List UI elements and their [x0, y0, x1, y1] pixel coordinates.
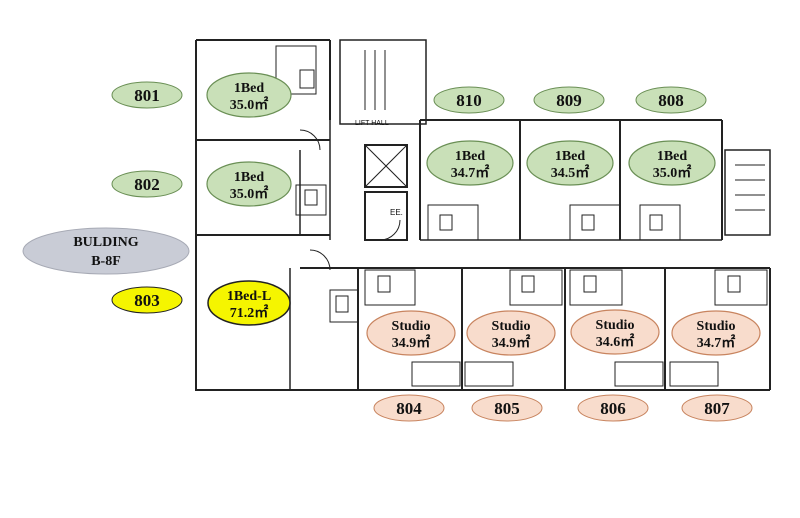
unit-type: Studio: [596, 318, 635, 333]
building-badge: BULDING B-8F: [22, 227, 190, 275]
unit-number: 808: [658, 91, 684, 110]
elevator-label: EE.: [390, 208, 403, 217]
unit-type: Studio: [392, 319, 431, 334]
unit-type-bubble: [206, 72, 292, 118]
unit-type-bubble: [206, 161, 292, 207]
unit-area: 71.2㎡: [230, 304, 269, 321]
unit-type-bubble: [426, 140, 514, 186]
unit-area: 34.9㎡: [392, 334, 431, 351]
unit-number-tag: [111, 286, 183, 314]
unit-area: 35.0㎡: [230, 96, 269, 113]
unit-type-bubble: [526, 140, 614, 186]
unit-number-tag: [533, 86, 605, 114]
unit-number-tag: [433, 86, 505, 114]
unit-number: 810: [456, 91, 482, 110]
unit-number-tag: [111, 81, 183, 109]
unit-type-bubble: [628, 140, 716, 186]
unit-number-tag: [681, 394, 753, 422]
unit-type: Studio: [492, 319, 531, 334]
unit-type: 1Bed: [555, 149, 586, 164]
unit-area: 35.0㎡: [653, 164, 692, 181]
unit-type-bubble: [207, 280, 291, 326]
unit-number: 802: [134, 175, 160, 194]
unit-number-tag: [471, 394, 543, 422]
unit-number: 806: [600, 399, 626, 418]
unit-area: 34.5㎡: [551, 164, 590, 181]
unit-area: 35.0㎡: [230, 185, 269, 202]
floor-label: B-8F: [91, 254, 121, 269]
unit-area: 34.9㎡: [492, 334, 531, 351]
unit-number: 803: [134, 291, 160, 310]
unit-number-tag: [635, 86, 707, 114]
unit-area: 34.7㎡: [451, 164, 490, 181]
unit-type: 1Bed: [234, 81, 265, 96]
unit-number: 809: [556, 91, 582, 110]
unit-number: 807: [704, 399, 730, 418]
unit-type: 1Bed: [455, 149, 486, 164]
unit-type: 1Bed: [657, 149, 688, 164]
unit-number: 804: [396, 399, 422, 418]
unit-number-tag: [373, 394, 445, 422]
unit-type: 1Bed: [234, 170, 265, 185]
unit-type-bubble: [366, 310, 456, 356]
building-label: BULDING: [73, 235, 138, 250]
unit-number: 805: [494, 399, 520, 418]
unit-type-bubble: [671, 310, 761, 356]
unit-area: 34.7㎡: [697, 334, 736, 351]
unit-type: 1Bed-L: [227, 289, 271, 304]
unit-number: 801: [134, 86, 160, 105]
unit-area: 34.6㎡: [596, 333, 635, 350]
unit-number-tag: [577, 394, 649, 422]
bathroom-fixtures: [275, 45, 768, 387]
unit-type-bubble: [466, 310, 556, 356]
unit-803: 803 1Bed-L71.2㎡: [111, 280, 291, 326]
unit-type-bubble: [570, 309, 660, 355]
lift-hall-label: LIFT HALL: [355, 120, 389, 127]
unit-number-tag: [111, 170, 183, 198]
unit-type: Studio: [697, 319, 736, 334]
